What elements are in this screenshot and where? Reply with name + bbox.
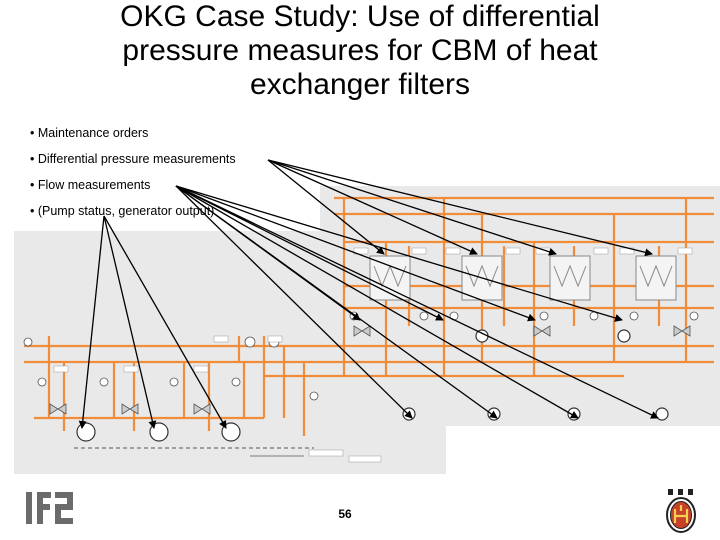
arrow-dp-1 bbox=[267, 159, 385, 255]
arrow-flow-5 bbox=[175, 185, 413, 419]
arrow-flow-3 bbox=[175, 185, 536, 322]
seal-logo-icon bbox=[666, 489, 696, 533]
title-line-2: pressure measures for CBM of heat bbox=[122, 34, 598, 67]
slide-title: OKG Case Study: Use of differential pres… bbox=[0, 0, 720, 102]
bullet-flow-measurements: • Flow measurements bbox=[30, 178, 153, 192]
arrow-pump-1 bbox=[78, 215, 105, 429]
ife-logo bbox=[24, 488, 78, 533]
arrow-flow-8 bbox=[175, 185, 659, 419]
arrow-dp-3 bbox=[267, 159, 557, 256]
title-line-3: exchanger filters bbox=[249, 68, 471, 101]
arrow-flow-7 bbox=[175, 185, 579, 419]
ife-logo-icon bbox=[26, 492, 73, 524]
arrow-pump-3 bbox=[103, 215, 227, 429]
arrow-dp-4 bbox=[267, 159, 653, 257]
bullet-differential-pressure: • Differential pressure measurements bbox=[30, 152, 238, 166]
piping-diagram bbox=[14, 186, 720, 474]
arrow-pump-2 bbox=[103, 215, 157, 429]
arrow-flow-4 bbox=[175, 185, 623, 322]
bullet-maintenance-orders: • Maintenance orders bbox=[30, 126, 151, 140]
arrow-dp-2 bbox=[267, 159, 478, 255]
piping-diagram-svg bbox=[14, 186, 720, 474]
arrow-flow-6 bbox=[175, 185, 498, 419]
arrow-flow-2 bbox=[175, 185, 444, 321]
bullet-pump-status: • (Pump status, generator output) bbox=[30, 204, 217, 218]
title-line-1: OKG Case Study: Use of differential bbox=[120, 0, 600, 33]
page-number: 56 bbox=[338, 507, 352, 521]
seal-logo bbox=[664, 487, 698, 540]
